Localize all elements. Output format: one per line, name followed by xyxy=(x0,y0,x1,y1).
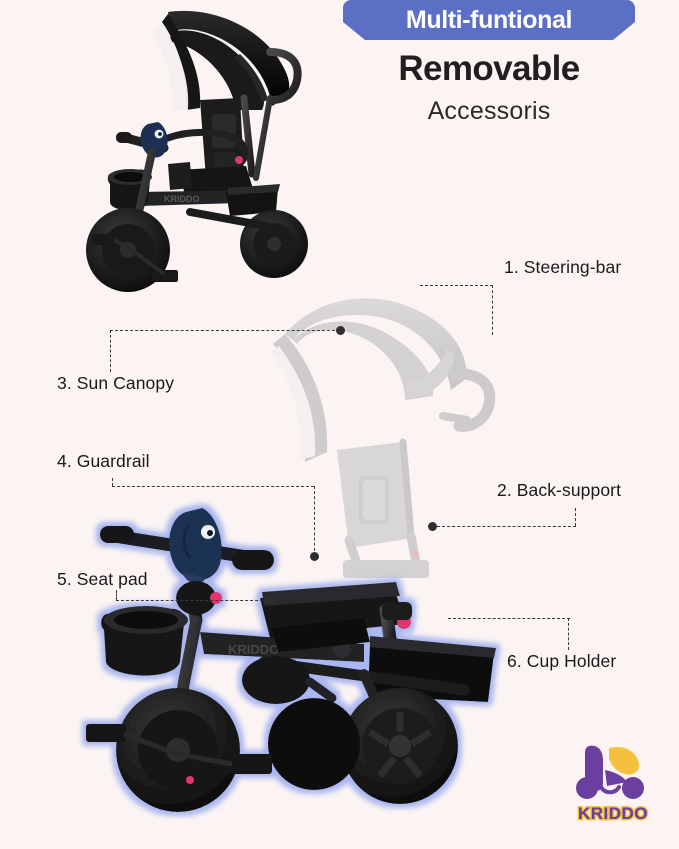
leader-guardrail-vertical xyxy=(112,478,113,486)
leader-back-support-horizontal xyxy=(432,526,576,527)
leader-sun-canopy-horizontal xyxy=(110,330,340,331)
hero-tricycle-image: KRIDDO xyxy=(40,2,340,302)
svg-text:KRIDDO: KRIDDO xyxy=(228,642,279,657)
callout-label-cup-holder: 6. Cup Holder xyxy=(507,651,617,671)
ghost-accessories-image xyxy=(255,286,545,586)
page-subtitle: Accessoris xyxy=(427,97,551,125)
anchor-dot-seat-pad xyxy=(265,596,274,605)
leader-back-support-vertical xyxy=(575,508,576,526)
leader-seat-pad-horizontal xyxy=(116,600,268,601)
leader-cup-holder-horizontal xyxy=(448,618,570,619)
brand-wordmark-outline: KRIDDO xyxy=(576,803,649,825)
brand-logo: KRIDDO KRIDDO xyxy=(563,742,663,834)
svg-text:KRIDDO: KRIDDO xyxy=(164,194,200,204)
leader-guardrail-vertical2 xyxy=(314,486,315,556)
callout-label-sun-canopy: 3. Sun Canopy xyxy=(57,373,175,393)
leader-steering-bar-vertical xyxy=(492,285,493,335)
leader-guardrail-horizontal xyxy=(112,486,314,487)
leader-seat-pad-vertical xyxy=(116,590,117,600)
anchor-dot-back-support xyxy=(428,522,437,531)
leader-cup-holder-vertical xyxy=(568,618,569,650)
page-title: Removable xyxy=(398,49,580,88)
callout-label-back-support: 2. Back-support xyxy=(497,480,622,500)
callout-label-steering-bar: 1. Steering-bar xyxy=(504,257,622,277)
anchor-dot-guardrail xyxy=(310,552,319,561)
leader-sun-canopy-vertical xyxy=(110,330,111,372)
callout-label-guardrail: 4. Guardrail xyxy=(57,451,150,471)
leader-steering-bar-horizontal xyxy=(420,285,493,286)
banner-multifunctional: Multi-funtional xyxy=(343,0,635,40)
anchor-dot-sun-canopy xyxy=(336,326,345,335)
banner-label: Multi-funtional xyxy=(405,5,573,34)
stripped-tricycle-image: KRIDDO xyxy=(64,502,534,832)
brand-wordmark: KRIDDO xyxy=(577,804,649,823)
callout-label-seat-pad: 5. Seat pad xyxy=(57,569,148,589)
